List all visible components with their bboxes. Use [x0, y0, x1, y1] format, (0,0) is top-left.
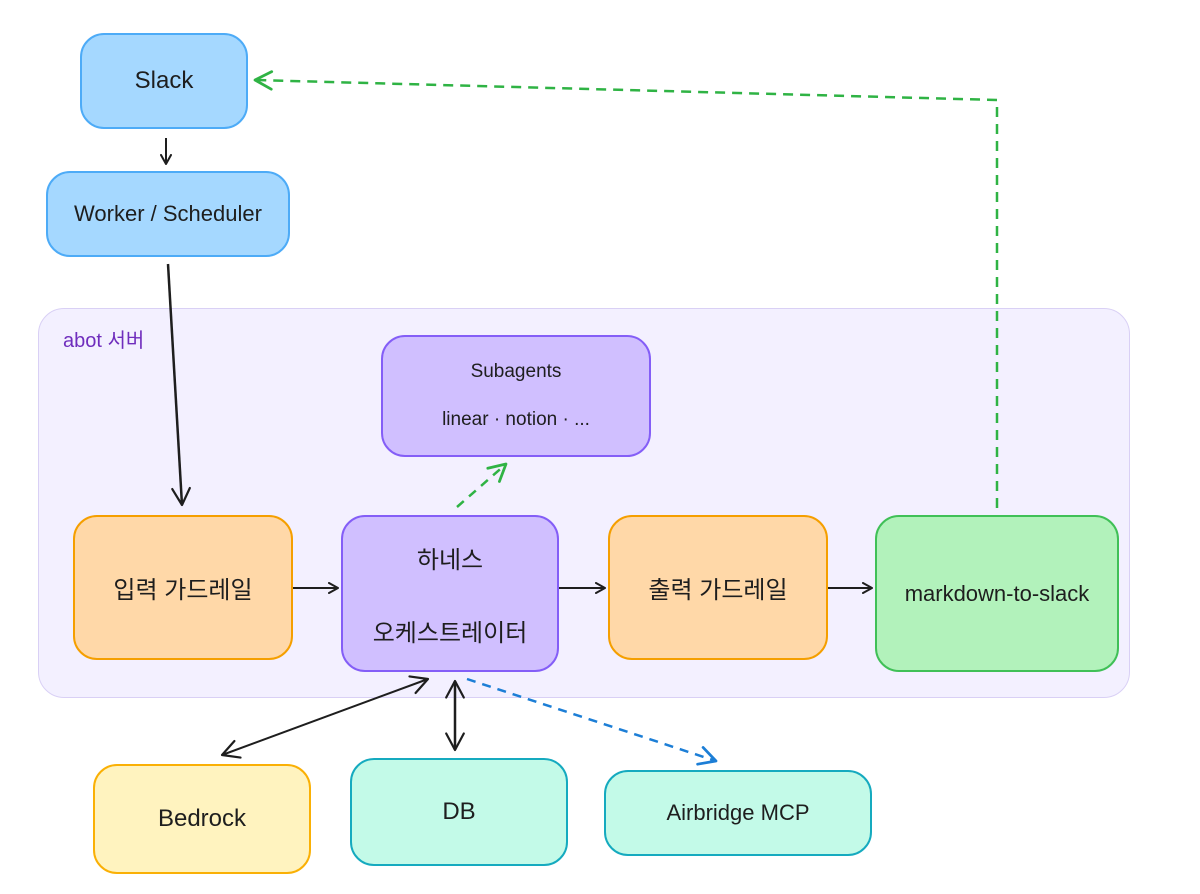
worker-scheduler-node: Worker / Scheduler	[46, 171, 290, 257]
bedrock-label: Bedrock	[157, 805, 247, 832]
edge-harness-to-subagents	[456, 462, 508, 508]
harness-line2: 오케스트레이터	[372, 619, 528, 647]
bedrock-node: Bedrock	[93, 764, 311, 874]
markdown-to-slack-label: markdown-to-slack	[904, 580, 1090, 606]
slack-label: Slack	[134, 67, 194, 94]
db-node: DB	[350, 758, 568, 866]
airbridge-mcp-label: Airbridge MCP	[666, 800, 810, 825]
edge-harness-to-airbridge	[466, 677, 718, 766]
subagents-node: Subagents linear · notion · ...	[381, 335, 651, 457]
harness-line1: 하네스	[416, 546, 484, 574]
input-guardrail-label: 입력 가드레일	[113, 577, 253, 604]
subagents-subtitle: linear · notion · ...	[442, 409, 590, 430]
markdown-to-slack-node: markdown-to-slack	[875, 515, 1119, 672]
airbridge-mcp-node: Airbridge MCP	[604, 770, 872, 856]
edge-md2slack-to-slack	[253, 70, 999, 508]
abot-server-group-label: abot 서버	[63, 330, 145, 352]
output-guardrail-label: 출력 가드레일	[648, 577, 788, 604]
edge-harness-bedrock	[220, 675, 430, 759]
db-label: DB	[442, 798, 476, 825]
slack-node: Slack	[80, 33, 248, 129]
input-guardrail-node: 입력 가드레일	[73, 515, 293, 660]
harness-orchestrator-node: 하네스 오케스트레이터	[341, 515, 559, 672]
worker-scheduler-label: Worker / Scheduler	[74, 201, 262, 226]
subagents-title: Subagents	[470, 361, 562, 382]
edge-worker-to-input-guard	[166, 263, 191, 507]
output-guardrail-node: 출력 가드레일	[608, 515, 828, 660]
